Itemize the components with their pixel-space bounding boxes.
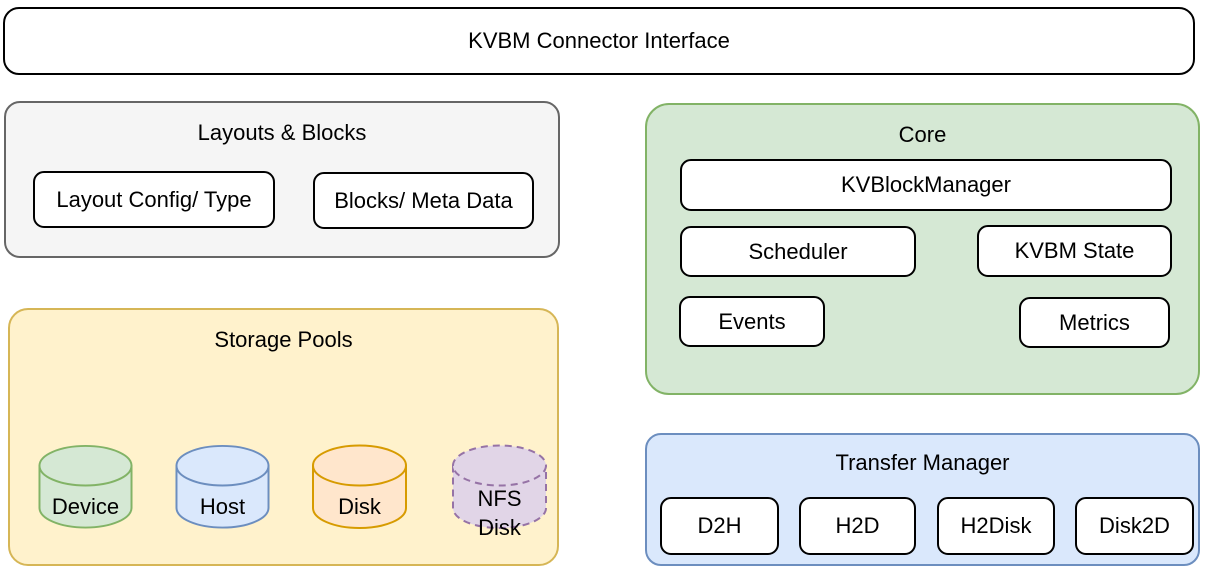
- disk-cylinder-icon: [312, 444, 407, 529]
- nfs-disk-pool-cylinder: NFS Disk: [450, 444, 549, 540]
- layout-config-type-node: Layout Config/ Type: [33, 171, 275, 228]
- events-node: Events: [679, 296, 825, 347]
- device-pool-label: Device: [51, 494, 120, 519]
- h2disk-node: H2Disk: [937, 497, 1055, 555]
- scheduler-node: Scheduler: [680, 226, 916, 277]
- kvblockmanager-node: KVBlockManager: [680, 159, 1172, 211]
- disk2d-node: Disk2D: [1075, 497, 1194, 555]
- layouts-blocks-title: Layouts & Blocks: [197, 120, 367, 145]
- kvblockmanager-label: KVBlockManager: [841, 172, 1011, 197]
- core-group: Core KVBlockManager Scheduler KVBM State…: [645, 103, 1200, 395]
- h2d-label: H2D: [835, 513, 880, 538]
- d2h-node: D2H: [660, 497, 779, 555]
- metrics-label: Metrics: [1059, 309, 1130, 335]
- blocks-meta-data-node: Blocks/ Meta Data: [313, 172, 534, 229]
- kvbm-state-label: KVBM State: [1014, 238, 1135, 263]
- disk-pool-cylinder: Disk: [310, 444, 409, 530]
- layouts-blocks-group: Layouts & Blocks Layout Config/ Type Blo…: [4, 101, 560, 258]
- host-cylinder-icon: [175, 444, 270, 529]
- events-label: Events: [718, 308, 786, 334]
- core-title: Core: [898, 122, 947, 147]
- device-pool-cylinder: Device: [38, 444, 133, 530]
- scheduler-label: Scheduler: [748, 238, 848, 264]
- kvbm-connector-interface-node: KVBM Connector Interface: [3, 7, 1195, 75]
- kvbm-state-node: KVBM State: [977, 225, 1172, 277]
- host-pool-cylinder: Host: [175, 444, 270, 530]
- transfer-manager-title: Transfer Manager: [835, 450, 1010, 475]
- metrics-node: Metrics: [1019, 297, 1170, 348]
- transfer-manager-group: Transfer Manager D2H H2D H2Disk Disk2D: [645, 433, 1200, 566]
- h2disk-label: H2Disk: [960, 513, 1032, 538]
- nfs-disk-pool-label: NFS Disk: [477, 486, 522, 540]
- host-pool-label: Host: [199, 494, 246, 519]
- h2d-node: H2D: [799, 497, 916, 555]
- d2h-label: D2H: [697, 513, 742, 538]
- nfs-disk-cylinder-icon: [452, 444, 547, 529]
- layout-config-type-label: Layout Config/ Type: [56, 186, 252, 212]
- blocks-meta-data-label: Blocks/ Meta Data: [334, 187, 513, 213]
- device-cylinder-icon: [38, 444, 133, 529]
- kvbm-connector-interface-label: KVBM Connector Interface: [468, 28, 730, 53]
- storage-pools-group: Storage Pools Device Host Disk: [8, 308, 559, 566]
- storage-pools-title: Storage Pools: [214, 327, 353, 352]
- disk2d-label: Disk2D: [1099, 513, 1170, 538]
- disk-pool-label: Disk: [338, 494, 381, 519]
